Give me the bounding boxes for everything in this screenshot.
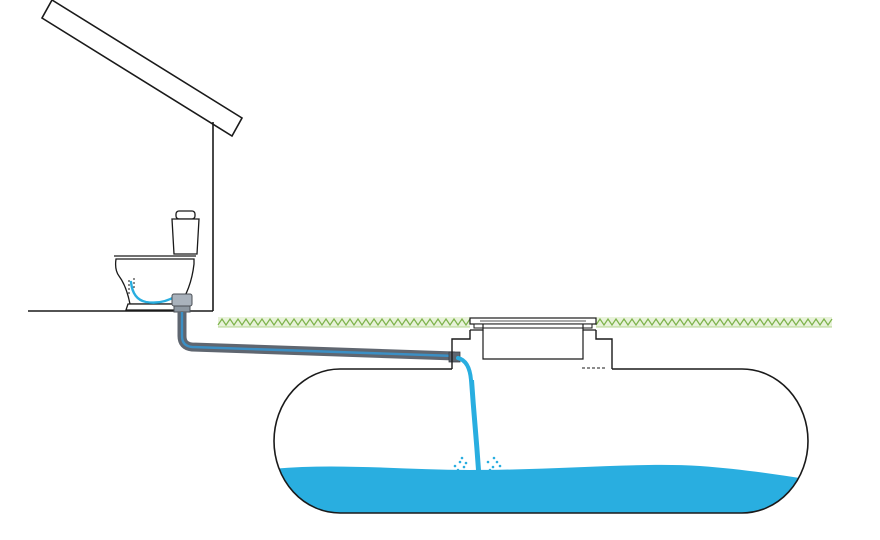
tank-access-lid bbox=[469, 317, 597, 331]
drain-pipe bbox=[171, 293, 461, 363]
ground-surface bbox=[217, 317, 833, 328]
splash-drop bbox=[464, 461, 468, 465]
splash-drop bbox=[486, 460, 490, 464]
toilet bbox=[114, 210, 200, 311]
splash-drop bbox=[495, 460, 499, 464]
splash-drop bbox=[492, 456, 496, 460]
inflow-stream bbox=[453, 356, 502, 472]
holding-tank bbox=[273, 330, 809, 514]
splash-drop bbox=[498, 464, 502, 468]
house-roof bbox=[40, 0, 244, 138]
splash-drop bbox=[458, 460, 462, 464]
splash-drop bbox=[460, 456, 464, 460]
splash-drop bbox=[462, 465, 466, 469]
splash-drop bbox=[456, 468, 460, 472]
splash-drop bbox=[491, 465, 495, 469]
splash-drop bbox=[453, 464, 457, 468]
tank-water bbox=[274, 464, 808, 513]
splash-drop bbox=[488, 468, 492, 472]
